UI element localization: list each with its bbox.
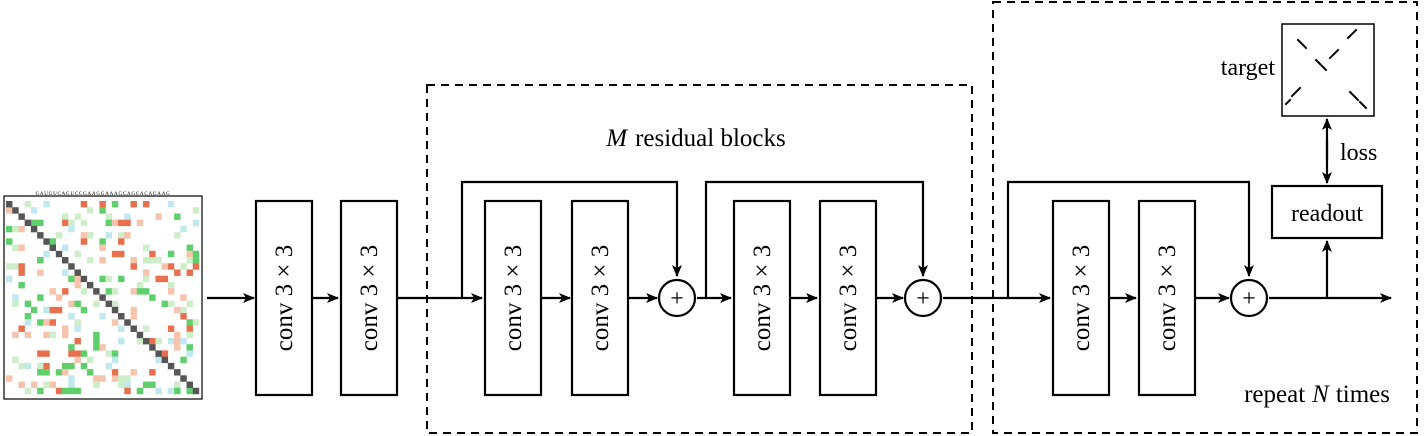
conv-box-7: conv 3 × 3 [1051,199,1111,397]
repeat-group [992,1,1418,434]
svg-text:conv 3 × 3: conv 3 × 3 [271,245,298,351]
loss-label: loss [1340,140,1377,166]
svg-text:conv 3 × 3: conv 3 × 3 [835,245,862,351]
svg-text:+: + [670,286,684,312]
svg-text:readout: readout [1291,201,1363,227]
svg-text:conv 3 × 3: conv 3 × 3 [356,245,383,351]
skip-connection-3 [1006,180,1254,298]
svg-text:conv 3 × 3: conv 3 × 3 [1154,245,1181,351]
target-label: target [1221,55,1276,81]
residual-blocks-group [426,84,973,434]
svg-text:conv 3 × 3: conv 3 × 3 [500,245,527,351]
plus-node-3: + [1229,278,1269,318]
target-contact-map [1281,23,1375,117]
conv-box-1: conv 3 × 3 [254,199,314,397]
skip-connection-2 [704,180,928,298]
svg-text:conv 3 × 3: conv 3 × 3 [749,245,776,351]
plus-node-2: + [903,278,943,318]
svg-text:conv 3 × 3: conv 3 × 3 [1068,245,1095,351]
conv-box-4: conv 3 × 3 [570,199,630,397]
conv-box-2: conv 3 × 3 [339,199,399,397]
svg-text:+: + [1242,286,1256,312]
svg-text:conv 3 × 3: conv 3 × 3 [587,245,614,351]
input-sequence-label: GAUGUCAGUCCGAAGGAAAGCAGCACAUAAG [35,192,170,197]
input-contact-map: GAUGUCAGUCCGAAGGAAAGCAGCACAUAAG [3,192,203,400]
plus-node-1: + [657,278,697,318]
svg-text:+: + [916,286,930,312]
conv-box-5: conv 3 × 3 [732,199,792,397]
conv-box-6: conv 3 × 3 [818,199,878,397]
skip-connection-1 [460,180,682,298]
readout-box: readout [1270,184,1384,240]
conv-box-3: conv 3 × 3 [483,199,543,397]
conv-box-8: conv 3 × 3 [1137,199,1197,397]
